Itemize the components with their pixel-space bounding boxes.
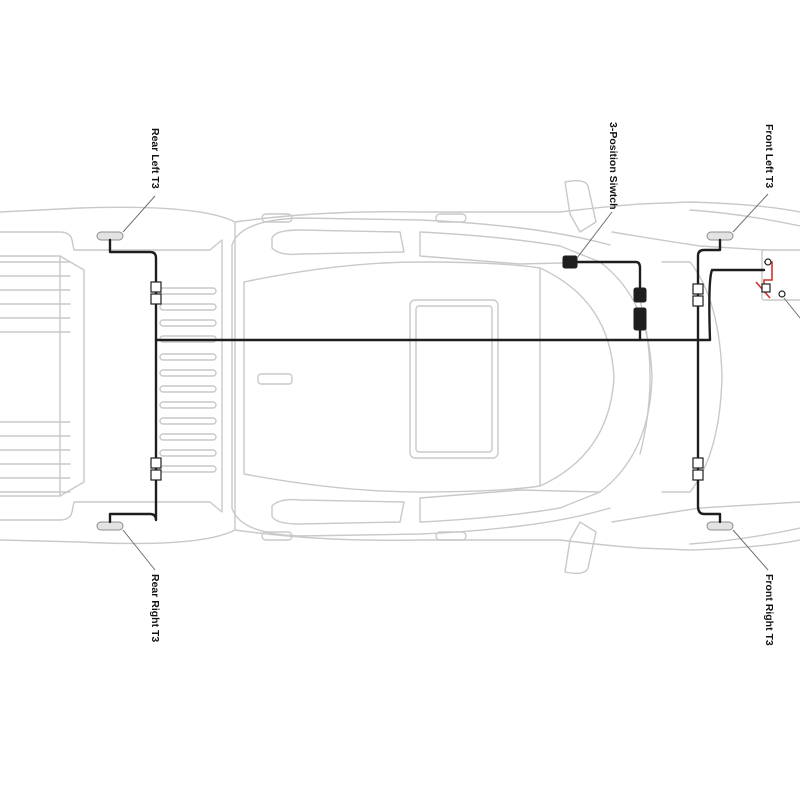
rear-left-label: Rear Left T3 [149,128,161,189]
rear-harness-wire [108,238,158,524]
front-harness-wire [696,238,722,524]
front-right-label: Front Right T3 [763,574,775,646]
switch-plug-lower [633,307,647,331]
battery-terminal-pos [764,258,772,266]
wiring-harness [108,238,773,524]
fuse-holder [761,283,771,293]
rear-upper-connector-a [150,281,162,293]
front-upper-connector-a [692,283,704,295]
bed-ribs-upper [159,287,217,473]
labels: Rear Left T3 Rear Right T3 3-Position Si… [149,122,775,646]
battery-terminal-neg [778,290,786,298]
front-upper-connector-b [692,295,704,307]
front-lower-connector-a [692,457,704,469]
leader-lines [122,193,800,571]
rear-right-label: Rear Right T3 [149,574,161,642]
switch-plug-upper [633,287,647,303]
switch-body [562,255,578,269]
rear-lower-connector-a [150,457,162,469]
rear-lower-connector-b [150,469,162,481]
switch-label: 3-Position Siwtch [607,122,619,210]
lamps [96,231,734,531]
front-left-label: Front Left T3 [763,124,775,188]
switch-branch-wire [570,260,642,292]
rear-upper-connector-b [150,293,162,305]
front-lower-connector-b [692,469,704,481]
connectors [150,255,786,481]
battery-feed-wire [700,268,766,342]
